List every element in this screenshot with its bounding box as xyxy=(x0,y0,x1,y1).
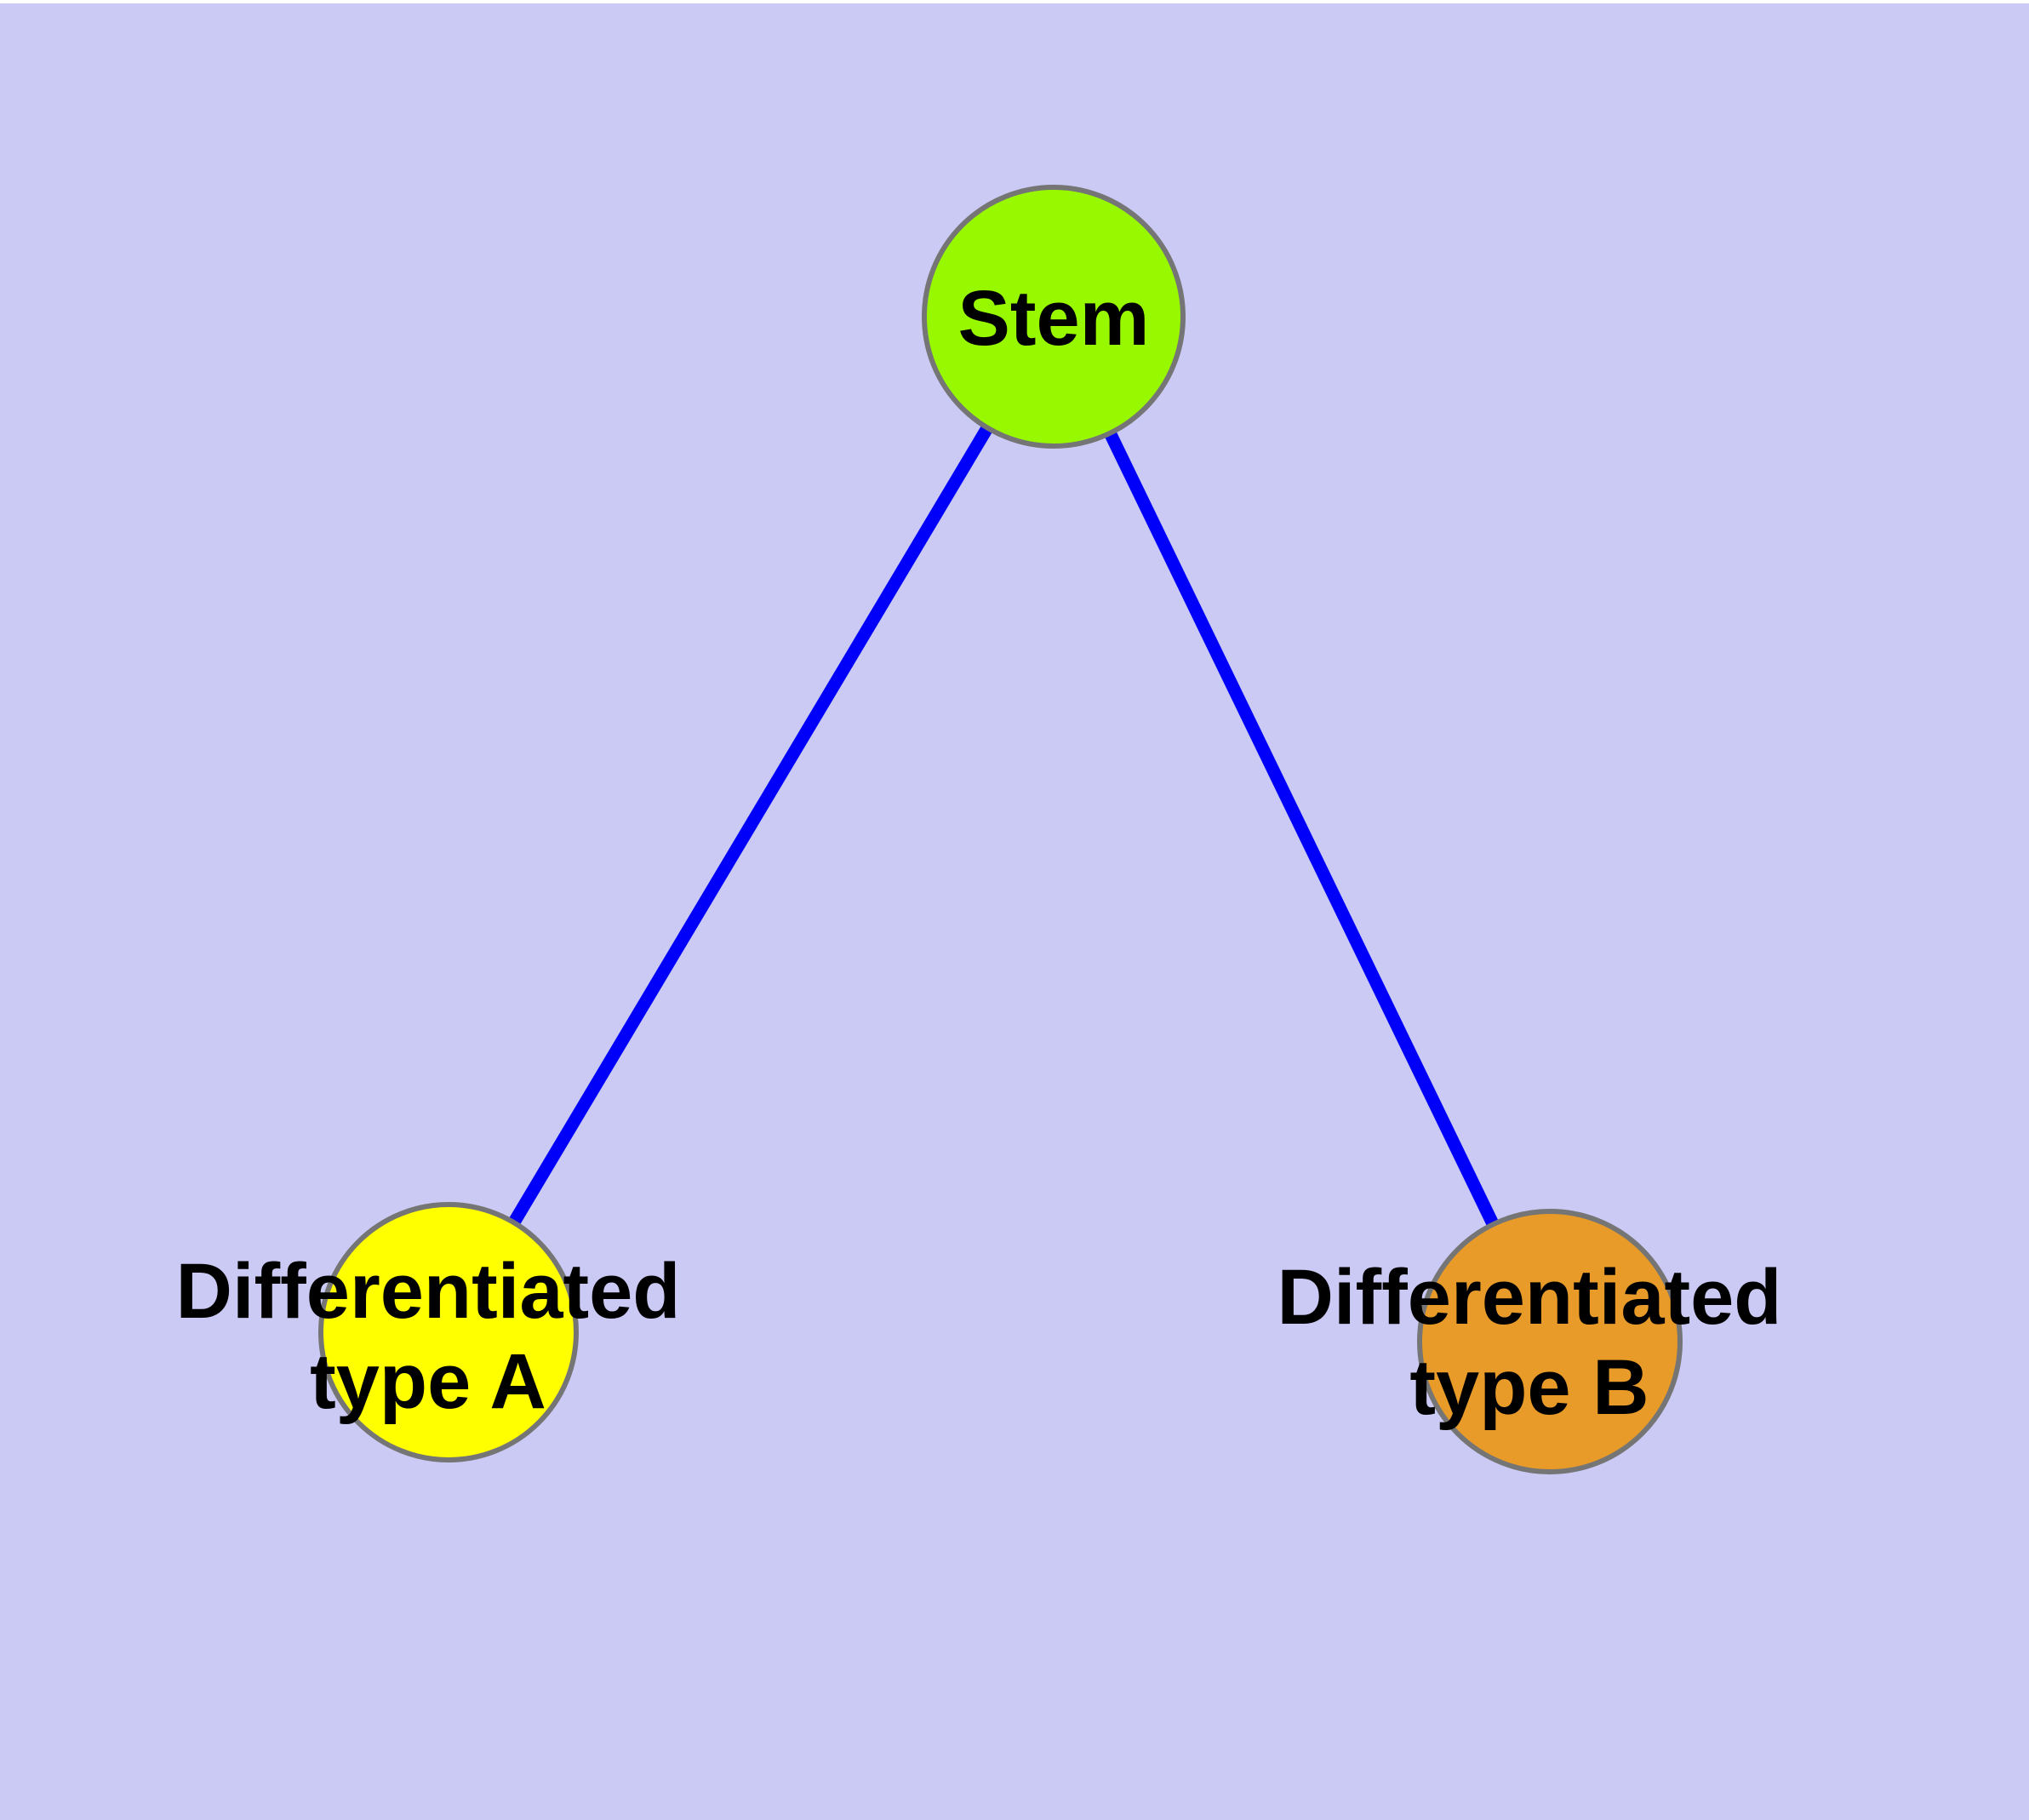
node-differentiated-type-a xyxy=(318,1202,579,1462)
node-stem xyxy=(922,185,1186,449)
edge-stem-to-type-b xyxy=(1048,313,1556,1345)
edge-stem-to-type-a xyxy=(443,313,1060,1336)
window-top-edge xyxy=(0,0,2029,3)
node-differentiated-type-b xyxy=(1417,1209,1683,1474)
